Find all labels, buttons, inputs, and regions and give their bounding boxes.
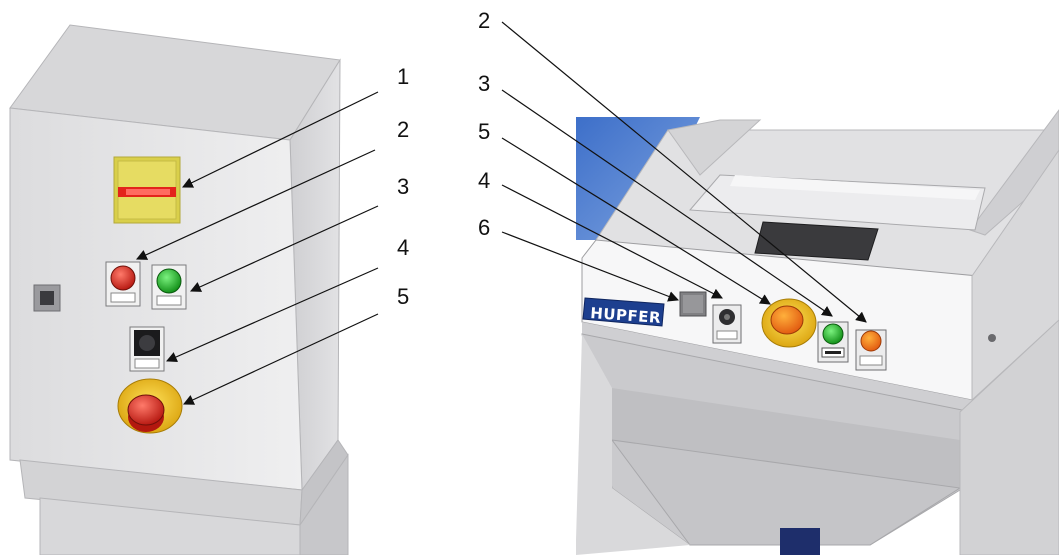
square-button	[679, 291, 707, 317]
callout-number: 5	[397, 284, 409, 309]
right-callouts: 2 3 5 4 6	[478, 8, 867, 323]
callout-number: 2	[478, 8, 490, 33]
callout-number: 2	[397, 117, 409, 142]
socket	[33, 284, 61, 312]
brand-logo: HUPFER	[582, 297, 665, 327]
leader-line	[182, 91, 379, 188]
leader-line	[183, 313, 379, 405]
callout-number: 3	[478, 71, 490, 96]
callout-number: 4	[478, 168, 490, 193]
right-controls	[679, 291, 887, 371]
leader-line	[501, 89, 833, 317]
start-button	[151, 264, 187, 310]
selector-switch	[129, 326, 165, 372]
leader-line	[166, 267, 379, 363]
leader-line	[136, 149, 376, 260]
brand-text: HUPFER	[590, 304, 662, 327]
callout-number: 1	[397, 64, 409, 89]
callout-number: 3	[397, 174, 409, 199]
callout-number: 4	[397, 235, 409, 260]
leader-line	[501, 137, 771, 305]
emergency-stop	[117, 378, 183, 434]
leader-line	[501, 21, 867, 323]
stop-button-right	[855, 329, 887, 371]
callout-number: 5	[478, 119, 490, 144]
main-switch	[113, 156, 181, 224]
leader-line	[501, 184, 723, 299]
leader-line	[190, 205, 379, 292]
callout-number: 6	[478, 215, 490, 240]
leader-line	[501, 231, 680, 302]
left-callouts: 1 2 3 4 5	[136, 64, 409, 405]
key-switch	[712, 304, 742, 344]
stop-button	[105, 261, 141, 307]
start-button-right	[817, 321, 849, 363]
emergency-stop-right	[761, 298, 817, 348]
